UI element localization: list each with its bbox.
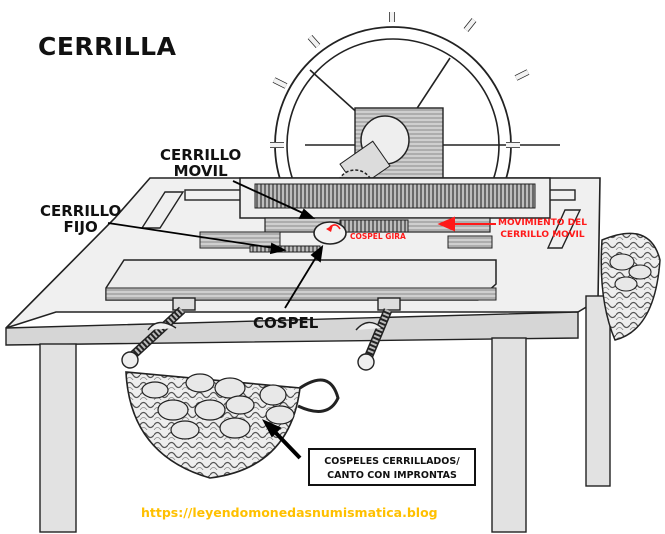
page-title: CERRILLA <box>38 32 177 61</box>
basket-right-icon <box>600 232 661 341</box>
cospel-coin <box>313 221 347 245</box>
pointer-arrows <box>107 180 324 460</box>
label-cerrillo-movil-line2: MOVIL <box>173 161 228 180</box>
label-cerrillo-movil-line1: CERRILLO <box>160 146 242 164</box>
movement-arrow-icon <box>437 216 496 232</box>
cospeles-callout-box: COSPELES CERRILLADOS/ CANTO CON IMPRONTA… <box>308 448 476 486</box>
source-url-link[interactable]: https://leyendomonedasnumismatica.blog <box>141 505 438 520</box>
label-cerrillo-fijo: CERRILLO FIJO <box>40 202 122 236</box>
table-legs <box>39 295 611 533</box>
label-movimiento-line1: MOVIMIENTO DEL <box>498 218 587 228</box>
label-movimiento-line2: CERRILLO MOVIL <box>500 230 585 241</box>
cospeles-callout-line1: COSPELES CERRILLADOS/ <box>324 456 460 467</box>
cospeles-callout-line2: CANTO CON IMPRONTAS <box>327 469 457 481</box>
label-cospel: COSPEL <box>253 314 319 332</box>
label-cerrillo-fijo-line1: CERRILLO <box>40 202 122 220</box>
cerrillo-fijo-rack <box>199 231 493 253</box>
label-cerrillo-fijo-line2: FIJO <box>63 217 98 236</box>
front-bar <box>105 259 497 301</box>
rotation-arrowhead-icon <box>326 225 333 232</box>
clamp-screws <box>121 297 401 371</box>
cerrillo-movil-rack <box>239 177 551 233</box>
label-cerrillo-movil: CERRILLO MOVIL <box>160 146 242 180</box>
label-cospel-gira: COSPEL GIRA <box>350 232 406 241</box>
label-movimiento: MOVIMIENTO DEL CERRILLO MOVIL <box>498 217 587 241</box>
basket-icon <box>125 371 340 479</box>
